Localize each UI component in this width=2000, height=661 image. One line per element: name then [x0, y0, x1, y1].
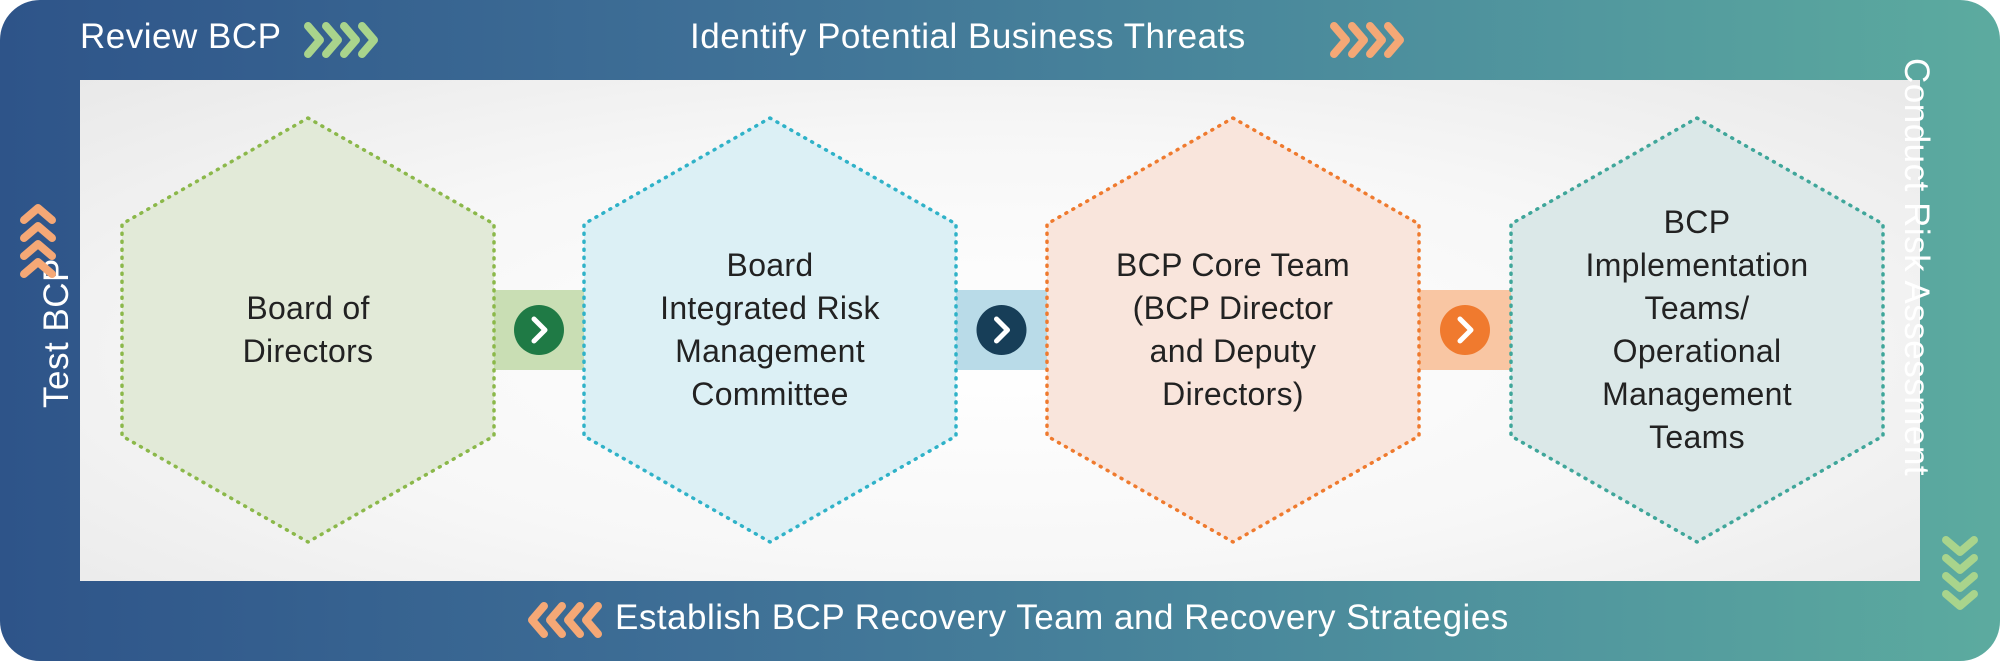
stage-title-line: Directors	[242, 333, 374, 369]
stage-hexagon	[120, 116, 496, 544]
stage-hexagon	[1509, 116, 1885, 544]
chevrons-left-icon	[528, 602, 602, 638]
stage-hexagon	[1045, 116, 1421, 544]
chevrons-up-icon	[20, 204, 56, 278]
chevron-right-icon	[994, 316, 1010, 344]
stage-title-line: Directors)	[1162, 376, 1304, 412]
stage-title-line: Operational	[1612, 333, 1782, 369]
chevron-right-icon	[531, 316, 548, 344]
chevrons-down-icon	[1942, 536, 1978, 610]
stage-title-line: BCP Core Team	[1116, 247, 1350, 283]
identify-threats-label: Identify Potential Business Threats	[690, 17, 1246, 56]
stage-title-line: Committee	[691, 376, 849, 412]
stage-title-line: (BCP Director	[1132, 290, 1334, 326]
stage-title-line: Management	[1602, 376, 1792, 412]
stage-title: Board of Directors	[138, 287, 478, 373]
stage-title-line: Board of	[246, 290, 370, 326]
review-bcp-label: Review BCP	[80, 17, 282, 56]
recovery-strategies-label: Establish BCP Recovery Team and Recovery…	[615, 598, 1509, 637]
stage-title-line: BCP	[1663, 204, 1731, 240]
next-arrow-icon	[1440, 305, 1490, 355]
stage-title-line: Management	[675, 333, 865, 369]
stage-title-line: Teams/	[1644, 290, 1750, 326]
next-arrow-icon	[976, 305, 1027, 355]
stage-title-line: and Deputy	[1149, 333, 1317, 369]
stage-title-line: Board	[726, 247, 814, 283]
stage-hexagon	[582, 116, 958, 544]
stage-title-line: Teams	[1649, 419, 1745, 455]
next-arrow-icon	[514, 305, 564, 355]
stage-title-line: Integrated Risk	[660, 290, 880, 326]
chevrons-right-icon	[1330, 22, 1404, 58]
chevrons-right-icon	[304, 22, 378, 58]
stage-title-line: Implementation	[1585, 247, 1809, 283]
chevron-right-icon	[1457, 316, 1474, 344]
